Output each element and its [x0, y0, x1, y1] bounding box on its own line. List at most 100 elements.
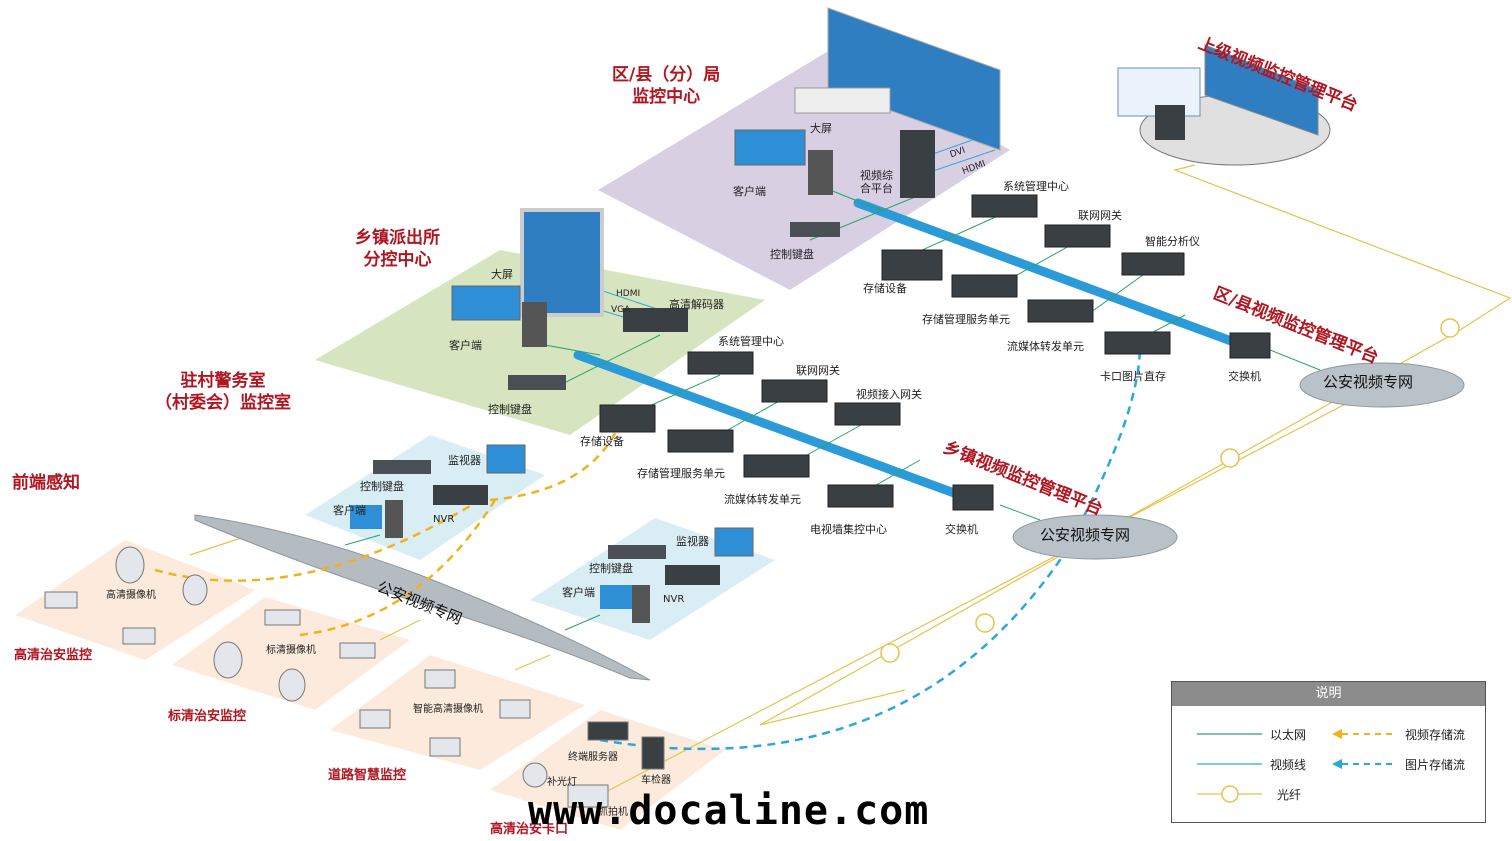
- device-streaming: [743, 454, 810, 478]
- district-video-wall: [827, 7, 1001, 151]
- checkpoint-title: 高清治安卡口: [490, 822, 569, 837]
- village-client-label: 客户端: [333, 504, 366, 517]
- township-client-tower: [522, 302, 547, 347]
- district-device-label: 存储设备: [863, 282, 907, 295]
- township-center-title: 乡镇派出所 分控中心: [355, 228, 440, 271]
- township-backbone: [573, 350, 970, 502]
- township-big-screen-label: 大屏: [491, 268, 513, 281]
- dome-camera: [115, 546, 145, 584]
- township-decoder: [623, 308, 688, 332]
- district-console: [794, 87, 891, 114]
- device-video-access-gateway: [834, 402, 901, 426]
- keyboard: [608, 545, 666, 559]
- client-tower: [385, 500, 403, 538]
- frontend-zone-road: [330, 655, 585, 770]
- device-system-mgmt: [971, 194, 1038, 218]
- fill-light-label: 补光灯: [547, 777, 577, 788]
- township-device-label: 视频接入网关: [856, 388, 922, 401]
- village-network-band: [194, 514, 651, 681]
- district-keyboard: [790, 222, 840, 237]
- fiber-icons: [880, 318, 1460, 663]
- frontend-cameras: [44, 546, 665, 808]
- smart-camera: [359, 709, 391, 729]
- keyboard: [373, 460, 431, 474]
- legend-ethernet-label: 以太网: [1270, 728, 1307, 742]
- dome-camera: [182, 574, 208, 606]
- district-center-title: 区/县（分）局 监控中心: [612, 65, 721, 108]
- device-system-mgmt: [687, 351, 754, 375]
- district-platform-label: 视频综 合平台: [860, 169, 893, 195]
- village-monitor-label: 监视器: [676, 535, 709, 548]
- monitor: [486, 444, 526, 474]
- district-client-tower: [808, 150, 833, 195]
- legend-video-line-label: 视频线: [1270, 758, 1307, 772]
- bullet-camera: [122, 627, 156, 645]
- device-storage-mgmt: [951, 274, 1018, 298]
- client-monitor: [600, 585, 632, 609]
- township-device-label: 电视墙集控中心: [810, 523, 887, 536]
- video-storage-flow: [299, 499, 497, 637]
- village-1-devices: [350, 444, 526, 538]
- legend-title: 说明: [1172, 682, 1485, 706]
- video-storage-flow: [154, 498, 481, 582]
- client-monitor: [350, 505, 382, 529]
- legend-swatches: [1197, 729, 1397, 803]
- district-device-label: 智能分析仪: [1145, 235, 1200, 248]
- frontend-title: 前端感知: [12, 473, 80, 493]
- district-device-label: 卡口图片直存: [1100, 370, 1166, 383]
- village-keyboard-label: 控制键盘: [360, 480, 404, 493]
- township-devices: [599, 351, 994, 511]
- capture-camera-label: 抓拍机: [598, 807, 628, 818]
- township-hdmi-label: HDMI: [616, 289, 641, 299]
- terminal-server: [587, 721, 629, 741]
- device-storage-mgmt: [667, 429, 734, 453]
- device-storage: [599, 404, 656, 433]
- frontend-zone-sd: [172, 597, 410, 710]
- dome-camera: [278, 668, 306, 702]
- vehicle-detector-label: 车检器: [641, 775, 671, 786]
- hd-security-title: 高清治安监控: [14, 648, 93, 663]
- district-client-label: 客户端: [733, 185, 766, 198]
- legend-video-storage-label: 视频存储流: [1405, 728, 1466, 742]
- village-2-devices: [600, 527, 754, 623]
- township-device-label: 联网网关: [796, 364, 840, 377]
- watermark: www.docaline.com: [528, 788, 930, 834]
- legend-fiber-icon: [1221, 785, 1239, 803]
- superior-video-wall: [1204, 44, 1319, 136]
- device-analyzer: [1121, 252, 1185, 276]
- sd-security-title: 标清治安监控: [168, 709, 247, 724]
- district-big-screen-label: 大屏: [810, 122, 832, 135]
- bullet-camera: [44, 591, 78, 609]
- device-streaming: [1027, 299, 1094, 323]
- fiber-icon: [1440, 318, 1460, 338]
- district-device-label: 交换机: [1228, 370, 1261, 383]
- township-keyboard: [508, 375, 566, 390]
- township-cloud-label: 公安视频专网: [1040, 526, 1131, 544]
- dome-camera: [213, 641, 243, 679]
- device-storage: [881, 249, 943, 281]
- smart-camera: [499, 699, 531, 719]
- smart-camera: [424, 669, 456, 689]
- frontend-zone-hd: [15, 540, 255, 660]
- village-nvr-label: NVR: [433, 514, 455, 525]
- frontend-zone-checkpoint: [490, 710, 725, 830]
- township-keyboard-label: 控制键盘: [488, 403, 532, 416]
- client-tower: [632, 585, 650, 623]
- sd-camera-label: 标清摄像机: [266, 645, 316, 656]
- terminal-server-label: 终端服务器: [568, 752, 618, 763]
- district-device-label: 流媒体转发单元: [1007, 340, 1084, 353]
- legend-video-storage-arrow: [1332, 729, 1342, 739]
- smart-camera-label: 智能高清摄像机: [413, 704, 483, 715]
- device-checkpoint-storage: [1104, 331, 1171, 355]
- fiber-icon: [880, 643, 900, 663]
- fiber-icon: [975, 613, 995, 633]
- district-platform-rack: [900, 130, 935, 198]
- district-network-cloud: [1299, 362, 1465, 408]
- district-cloud-label: 公安视频专网: [1323, 373, 1414, 391]
- township-device-label: 系统管理中心: [718, 335, 784, 348]
- township-video-wall: [520, 208, 604, 317]
- district-device-label: 系统管理中心: [1003, 180, 1069, 193]
- village-room-title: 驻村警务室 （村委会）监控室: [155, 371, 291, 414]
- township-device-label: 交换机: [945, 523, 978, 536]
